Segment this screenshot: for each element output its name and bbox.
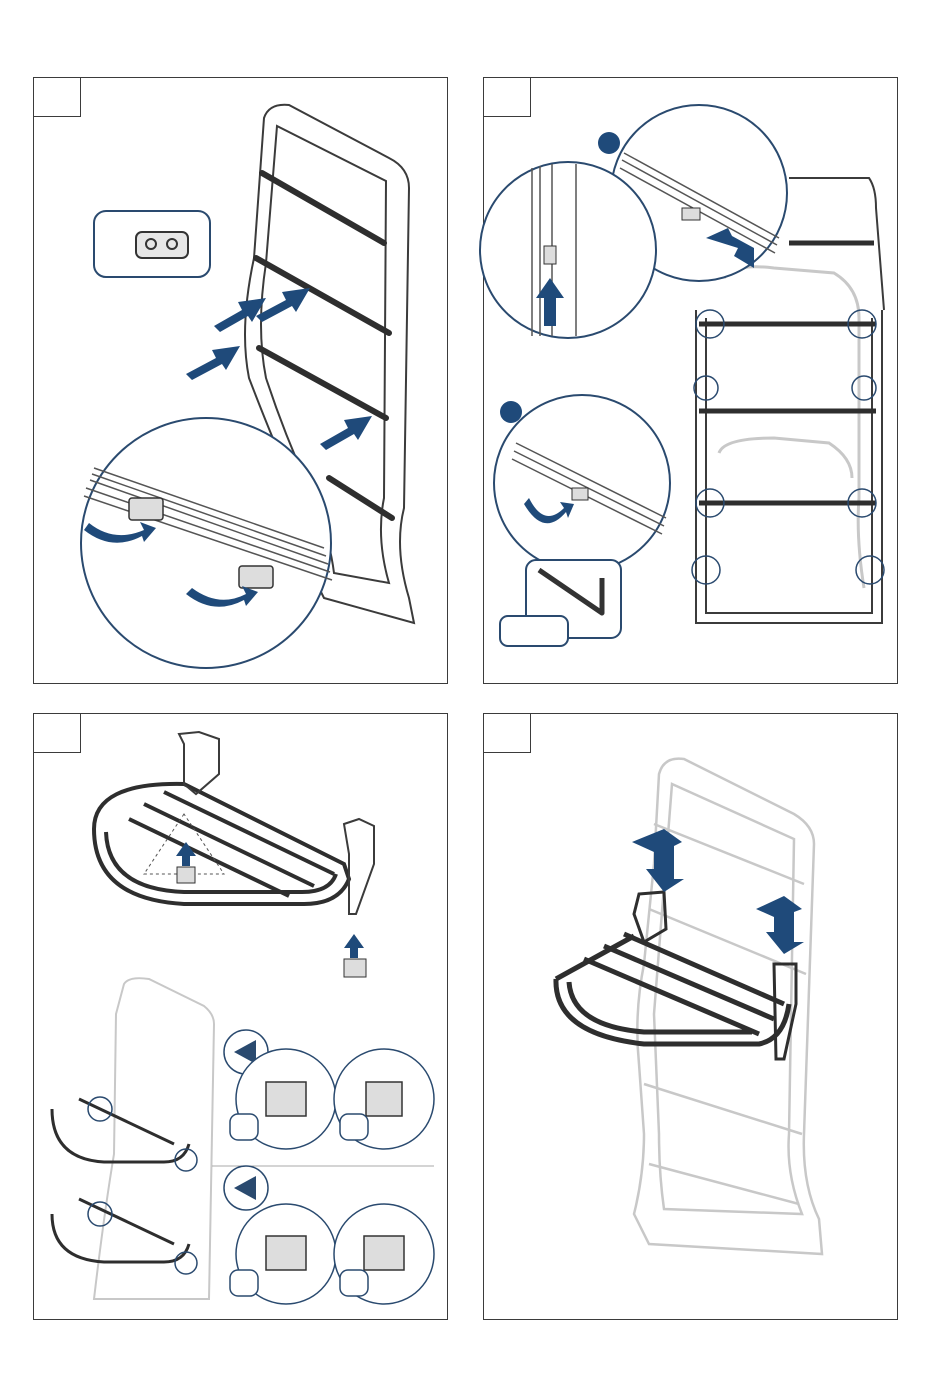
ladder-platform-illustration [484,714,899,1321]
lift-arrow-icon [176,842,196,866]
step-panel-2 [483,77,898,684]
callout-circle [692,310,884,584]
step-marker [500,401,522,423]
step-panel-4 [483,713,898,1320]
callout-circle [88,1097,197,1274]
bracket-nut-icon [136,232,188,258]
step-platform [556,934,789,1044]
step-platform [94,784,349,904]
step-platform [52,1099,189,1262]
ghost-ladder [94,978,214,1299]
clamp-part [177,867,366,977]
ladder-frame-illustration [34,78,449,685]
ladder-frame-illustration [484,78,899,685]
lift-arrow-icon [344,934,364,958]
step-marker [598,132,620,154]
tool-label-box [500,616,568,646]
step-platform-illustration [34,714,449,1321]
ghost-ladder [719,267,864,588]
zoom-detail [480,162,656,338]
zoom-detail [494,395,670,571]
step-panel-1 [33,77,448,684]
zoom-detail [81,418,331,668]
step-panel-3 [33,713,448,1320]
